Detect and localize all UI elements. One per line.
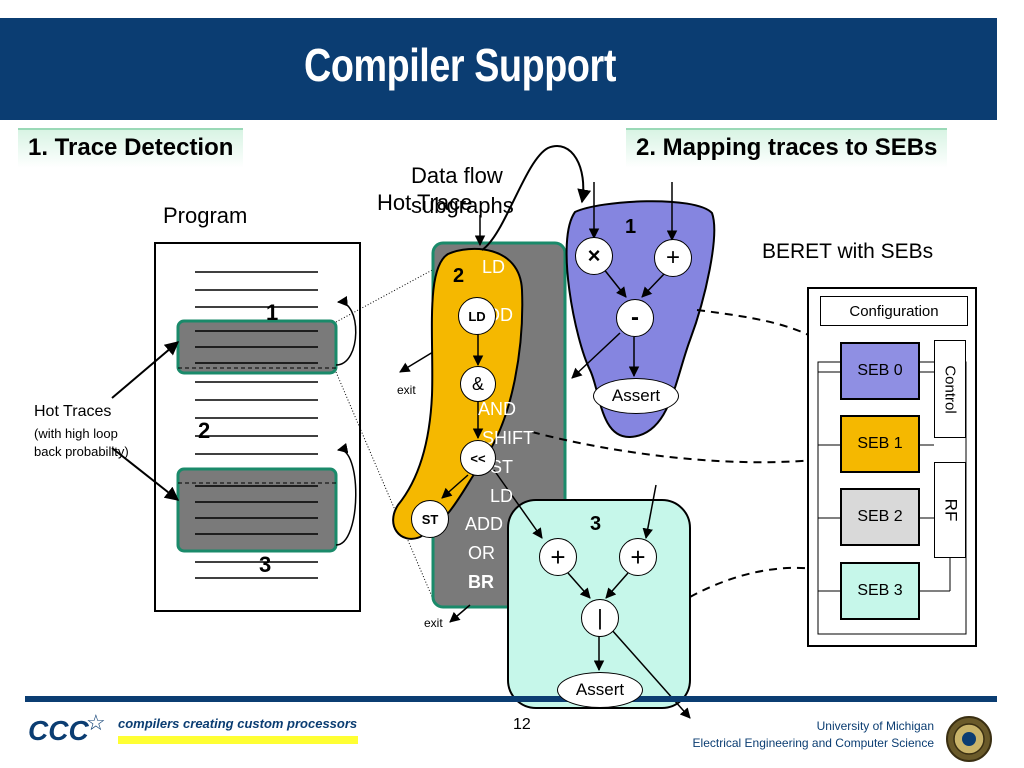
seb-2: SEB 2: [840, 488, 920, 546]
seb-0: SEB 0: [840, 342, 920, 400]
hot-traces-note-1: (with high loop: [34, 426, 118, 441]
slide-title: Compiler Support: [304, 39, 616, 91]
mapping-arrow-sg2: [531, 431, 834, 467]
footer-tagline: compilers creating custom processors: [118, 716, 358, 731]
sg1-multiply-node: ×: [575, 237, 613, 275]
exit-label-2: exit: [424, 616, 443, 630]
subgraph-3-number: 3: [590, 513, 602, 535]
footer-department: Electrical Engineering and Computer Scie…: [692, 736, 934, 750]
sg1-assert-node: Assert: [593, 378, 679, 414]
loop-back-arrow-2: [335, 442, 357, 546]
section-tag-mapping: 2. Mapping traces to SEBs: [626, 128, 948, 168]
dataflow-label-line1: Data flow: [411, 163, 503, 188]
instr-8: BR: [468, 572, 494, 592]
hot-trace-label: Hot Trace: [377, 190, 473, 215]
program-marker-1: 1: [266, 300, 279, 325]
rf-box: RF: [934, 462, 966, 558]
sg1-subtract-node: -: [616, 299, 654, 337]
instr-5: LD: [490, 486, 514, 506]
footer-university: University of Michigan: [816, 719, 934, 733]
instr-4: ST: [490, 457, 514, 477]
dataflow-label-line2: subgraphs: [411, 193, 514, 218]
sg2-and-node: &: [460, 366, 496, 402]
program-box: [154, 242, 361, 612]
hot-trace-2-block: [176, 467, 338, 553]
control-box: Control: [934, 340, 966, 438]
sg3-add-node-1: +: [539, 538, 577, 576]
configuration-box: Configuration: [820, 296, 968, 326]
seb-3: SEB 3: [840, 562, 920, 620]
program-lines: [195, 271, 318, 579]
sg3-assert-node: Assert: [557, 672, 643, 708]
program-marker-2: 2: [198, 418, 211, 443]
sg3-add-node-2: +: [619, 538, 657, 576]
sg2-store-node: ST: [411, 500, 449, 538]
ccc-logo-icon: ☆: [86, 710, 106, 735]
sg2-shift-node: <<: [460, 440, 496, 476]
subgraph-1-number: 1: [625, 216, 637, 238]
page-number: 12: [513, 716, 531, 733]
program-marker-3: 3: [259, 552, 272, 577]
instr-3: SHIFT: [482, 428, 534, 448]
instr-7: OR: [468, 543, 495, 563]
hot-traces-note-2: back probability): [34, 444, 129, 459]
loop-back-arrow-1: [335, 296, 357, 366]
sg3-or-node: |: [581, 599, 619, 637]
title-bar: [0, 18, 997, 120]
exit-label-1: exit: [397, 383, 416, 397]
ccc-logo: CCC: [28, 715, 89, 746]
hot-traces-label: Hot Traces: [34, 403, 112, 420]
subgraph-2-number: 2: [453, 265, 465, 287]
seb-1: SEB 1: [840, 415, 920, 473]
instr-0: LD: [482, 257, 506, 277]
beret-label: BERET with SEBs: [762, 240, 934, 263]
program-label: Program: [163, 203, 248, 228]
instr-6: ADD: [465, 514, 504, 534]
control-label: Control: [941, 364, 959, 414]
instr-2: AND: [478, 399, 517, 419]
rf-label: RF: [940, 498, 960, 522]
sg2-load-node: LD: [458, 297, 496, 335]
section-tag-trace-detection: 1. Trace Detection: [18, 128, 244, 168]
sg1-add-node: +: [654, 239, 692, 277]
